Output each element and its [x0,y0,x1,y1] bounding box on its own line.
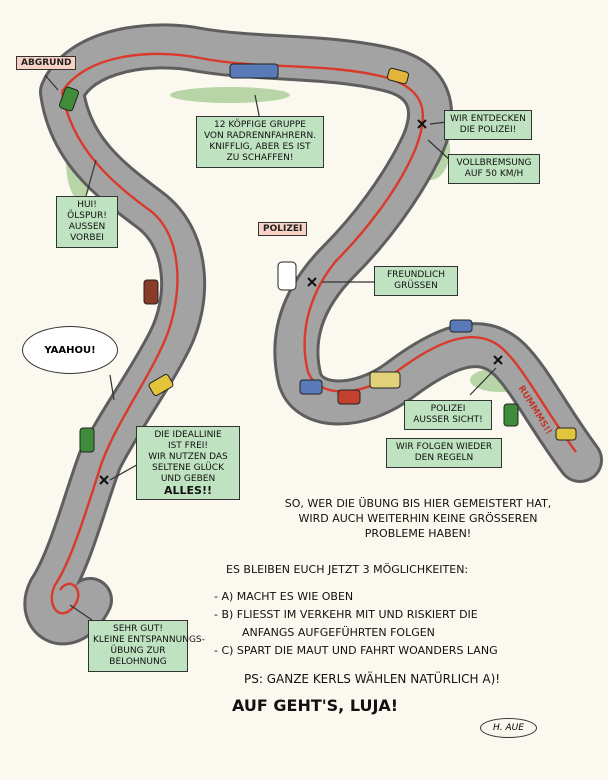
car-red-bottom [337,389,361,405]
option-c: - c) SPART DIE MAUT UND FAHRT WOANDERS L… [214,644,498,657]
car-green-bottom [79,427,95,453]
option-a: - a) MACHT ES WIE OBEN [214,590,354,603]
car-yellow-top [386,67,410,85]
box-sehr-gut: SEHR GUT! KLEINE ENTSPANNUNGS- ÜBUNG ZUR… [88,620,205,672]
closing-text: AUF GEHT'S, LUJA! [232,696,399,715]
option-b: - b) FLIESST IM VERKEHR MIT UND RISKIERT… [214,608,478,621]
sign-abgrund: ABGRUND [16,56,77,70]
pointer-lines [44,74,497,621]
box-polizei-entdeckt: WIR ENTDECKEN DIE POLIZEI! [444,110,532,140]
car-yellow-right [555,427,577,441]
speech-bubble-yaahou: YAAHOU! [22,326,118,374]
ps-text: PS: GANZE KERLS WÄHLEN NATÜRLICH a)! [244,672,501,686]
intro-text: SO, WER DIE ÜBUNG BIS HIER GEMEISTERT HA… [284,497,552,540]
options-heading: ES BLEIBEN EUCH JETZT 3 MÖGLICHKEITEN: [226,563,469,576]
police-car [277,261,297,291]
bus-blue [229,63,279,79]
signature: H. AUE [480,718,537,738]
car-blue-right [449,319,473,333]
options-list: - a) MACHT ES WIE OBEN - b) FLIESST IM V… [214,588,498,660]
box-vollbremsung: VOLLBREMSUNG AUF 50 Km/h [448,154,540,184]
option-b-cont: ANFANGS AUFGEFÜHRTEN FOLGEN [242,626,435,639]
cars [59,63,577,453]
car-yellow-mid [148,374,174,396]
box-ideallinie: DIE IDEALLINIE IST FREI! WIR NUTZEN DAS … [136,426,240,500]
x-markers [99,119,503,485]
racing-line [50,52,577,615]
box-radrenn: 12 KÖPFIGE GRUPPE VON RADRENNFAHRERN. KN… [196,116,324,168]
box-ausser-sicht: POLIZEI AUSSER SICHT! [404,400,492,430]
car-blue-bottom [299,379,323,395]
box-gruessen: FREUNDLICH GRÜSSEN [374,266,458,296]
car-green-right [503,403,519,427]
car-green [59,86,79,112]
box-regeln: WIR FOLGEN WIEDER DEN REGELN [386,438,502,468]
sign-polizei: POLIZEI [258,222,308,236]
car-brown [143,279,159,305]
box-oelspur: HUI! ÖLSPUR! AUSSEN VORBEI [56,196,118,248]
truck-yellow [369,371,401,389]
